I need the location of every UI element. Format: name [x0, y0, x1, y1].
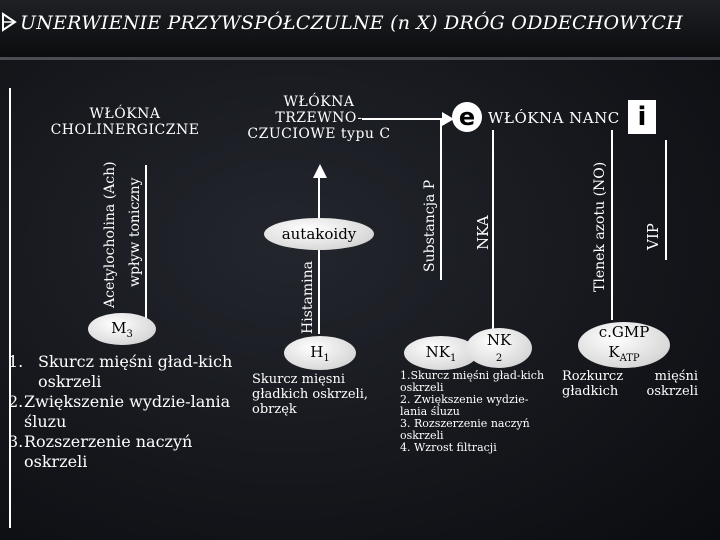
left-frame-line: [9, 88, 11, 528]
receptor-nk1-oval: NK1: [404, 336, 478, 370]
receptor-nk1-label: NK1: [425, 342, 457, 364]
inhibitory-i-badge: i: [628, 100, 656, 134]
nka-line: [492, 130, 494, 340]
nka-label: NKA: [474, 215, 492, 250]
cholinergic-line: [145, 165, 147, 325]
c-fibres-heading: WŁÓKNA TRZEWNO-CZUCIOWE typu C: [247, 94, 391, 142]
receptor-katp-label: KATP: [608, 342, 640, 364]
no-line: [611, 130, 613, 320]
page-title: UNERWIENIE PRZYWSPÓŁCZULNE (n X) DRÓG OD…: [20, 12, 683, 34]
acetylcholine-label: Acetylocholina (Ach): [102, 161, 118, 308]
tonic-influence-label: wpływ toniczny: [127, 177, 143, 287]
receptor-cgmp-oval: c.GMP KATP: [578, 322, 670, 368]
histamine-line: [318, 250, 320, 334]
nk-effects-list: 1.Skurcz mięśni gład-kich oskrzeli 2. Zw…: [400, 370, 552, 454]
vip-label: VIP: [644, 223, 662, 250]
autacoids-oval: autakoidy: [264, 218, 374, 250]
arrow-bullet-icon: [2, 12, 17, 32]
nanc-effect-text: Rozkurcz mięśni gładkich oskrzeli: [562, 369, 698, 399]
receptor-m3-label: M3: [111, 318, 133, 340]
list-item: 2.Zwiększenie wydzie-lania śluzu: [8, 392, 231, 431]
list-item: 3.Rozszerzenie naczyń oskrzeli: [8, 432, 193, 471]
substance-p-connector: [362, 118, 442, 120]
autacoids-line: [318, 176, 320, 224]
cholinergic-effects-list: 1.Skurcz mięśni gład-kich oskrzeli 2.Zwi…: [8, 352, 238, 472]
substance-p-line: [440, 118, 442, 280]
list-item: 3. Rozszerzenie naczyń oskrzeli: [400, 417, 530, 442]
excitatory-e-badge: e: [452, 102, 482, 132]
header-bar: [0, 0, 720, 58]
substance-p-label: Substancja P: [422, 179, 438, 272]
list-item: 2. Zwiększenie wydzie-lania śluzu: [400, 393, 529, 418]
list-item: 1.Skurcz mięśni gład-kich oskrzeli: [400, 369, 545, 394]
receptor-h1-oval: H1: [284, 336, 356, 370]
right-arrow-icon: [442, 112, 454, 126]
nitric-oxide-label: Tlenek azotu (NO): [592, 161, 608, 292]
header-divider: [0, 57, 720, 60]
list-item: 1.Skurcz mięśni gład-kich oskrzeli: [8, 352, 233, 391]
list-item: 4. Wzrost filtracji: [400, 441, 497, 454]
cholinergic-heading: WŁÓKNA CHOLINERGICZNE: [50, 106, 200, 138]
receptor-cgmp-label: c.GMP: [598, 322, 650, 341]
receptor-h1-label: H1: [310, 342, 330, 364]
autacoids-label: autakoidy: [281, 225, 357, 243]
vip-line: [665, 140, 667, 260]
receptor-m3-oval: M3: [88, 313, 156, 345]
up-arrow-icon: [313, 164, 327, 178]
histamine-label: Histamina: [300, 261, 316, 334]
h1-effect-text: Skurcz mięsni gładkich oskrzeli, obrzęk: [252, 372, 369, 417]
nanc-heading: WŁÓKNA NANC: [488, 109, 620, 127]
